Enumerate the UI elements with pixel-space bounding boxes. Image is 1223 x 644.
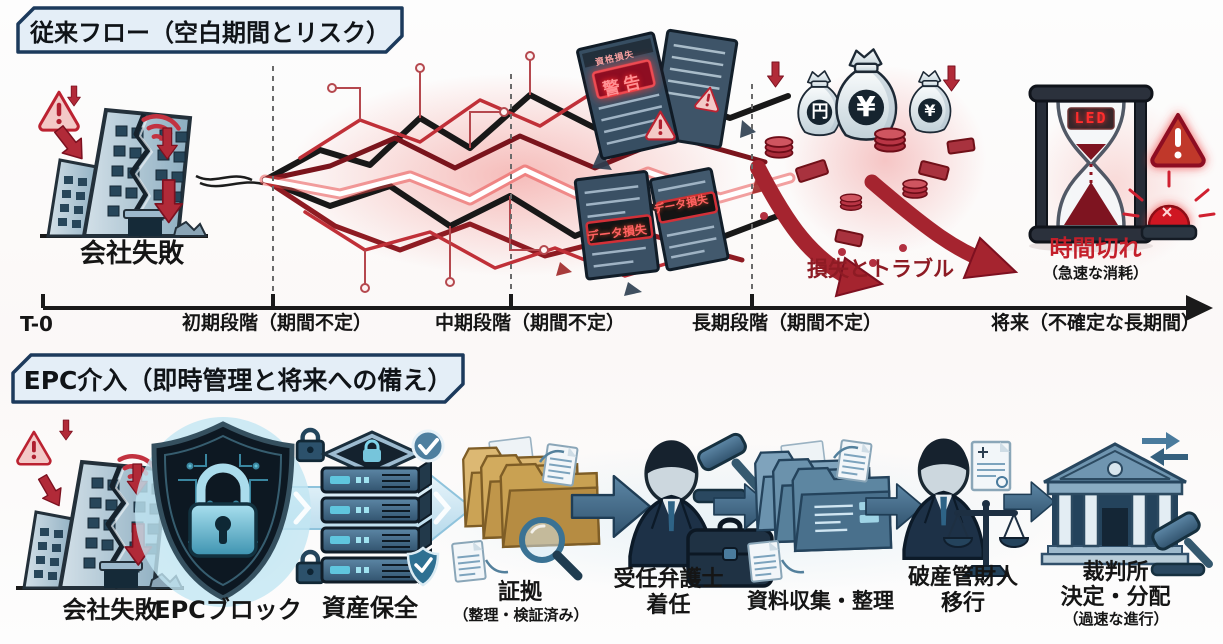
trustee-document-icon	[970, 440, 1012, 492]
step-label-epc-block: EPCブロック	[154, 596, 302, 624]
coin-stack-icon	[764, 136, 794, 159]
data-loss-document-b	[649, 167, 730, 272]
coin-stack-icon	[874, 127, 906, 153]
step-label-evidence: 証拠	[497, 580, 542, 605]
hourglass-icon	[1028, 84, 1154, 252]
transfer-arrows-icon	[1142, 432, 1188, 466]
server-stack-icon	[320, 430, 432, 584]
yen-bag-symbol: 円	[811, 102, 829, 123]
band-chevrons	[293, 491, 312, 525]
evidence-folders-icon	[461, 436, 601, 549]
band-chevrons	[433, 491, 452, 525]
loss-trouble-label: 損失とトラブル	[807, 257, 954, 281]
step-label-asset-preservation: 資産保全	[322, 594, 418, 622]
step-label-records: 資料収集・整理	[747, 589, 894, 613]
step-label-trustee: 破産管財人	[907, 565, 1018, 590]
timeline-label-future: 将来（不確定な長期間）	[990, 312, 1200, 334]
alarm-siren-icon	[1122, 170, 1216, 241]
time-up-sub-label: （急速な消耗）	[1042, 264, 1148, 282]
red-diagonal-arrow-icon	[32, 471, 69, 512]
company-failure-label-top: 会社失敗	[79, 239, 184, 269]
shield-lock-icon	[135, 417, 311, 607]
step-label-lawyer: 受任弁護士	[613, 567, 724, 592]
red-down-arrow-icon	[67, 85, 81, 107]
curve-arrow	[538, 449, 565, 463]
trustee-icon	[902, 436, 1030, 577]
step-label-company-failure: 会社失敗	[62, 596, 159, 624]
bottom-flow-title: EPC介入（即時管理と将来への備え）	[23, 365, 453, 395]
padlock-icon	[297, 430, 323, 461]
top-title-banner	[16, 6, 404, 54]
scales-icon	[942, 500, 1030, 577]
coin-stack-icon	[839, 193, 863, 211]
timeline-label-late: 長期段階（期間不定）	[691, 312, 882, 334]
step-label-court: 裁判所	[1082, 560, 1149, 585]
timeline-label-t0: T-0	[20, 312, 53, 336]
circuit-traces	[327, 51, 549, 293]
document-icon	[451, 539, 487, 583]
curve-arrow	[780, 559, 805, 574]
yen-bag-symbol: ¥	[856, 90, 876, 124]
courthouse-icon	[1040, 442, 1190, 566]
step-sublabel2-court: （過速な進行）	[1063, 610, 1169, 628]
falling-red-arrows	[750, 160, 1019, 298]
warning-triangle-icon	[1150, 113, 1206, 168]
fuse-line	[195, 174, 264, 188]
curve-arrow	[484, 559, 509, 574]
timeline-axis	[41, 66, 1213, 321]
coin-stack-icon	[902, 178, 928, 199]
document-icon	[747, 539, 783, 583]
step-sublabel-trustee: 移行	[940, 591, 985, 616]
bottom-title-banner	[11, 353, 465, 404]
red-down-arrow-icon	[59, 419, 73, 441]
step-sublabel-lawyer: 着任	[646, 593, 691, 618]
step-sublabel-court: 決定・分配	[1060, 585, 1171, 610]
timeline-label-mid: 中期段階（期間不定）	[434, 312, 625, 334]
falling-coins	[760, 212, 907, 267]
step-sublabel-evidence: （整理・検証済み）	[453, 606, 589, 624]
shield-check-icon	[406, 546, 440, 587]
red-bill-icons	[795, 137, 976, 248]
check-badge-icon	[411, 429, 445, 463]
collapsing-building-top	[40, 85, 264, 236]
warning-triangle-icon	[16, 430, 52, 466]
data-loss-document-a	[573, 170, 660, 281]
top-flow-title: 従来フロー（空白期間とリスク）	[30, 18, 390, 47]
curve-arrow	[832, 445, 859, 459]
yen-bag-symbol: ¥	[924, 101, 936, 121]
red-down-arrow-icon	[767, 61, 784, 88]
hourglass-led-label: LED	[1074, 109, 1108, 128]
timeline-label-early: 初期段階（期間不定）	[181, 312, 372, 334]
magnifier-icon	[519, 517, 583, 581]
red-down-arrow-icon	[943, 65, 960, 92]
time-up-label: 時間切れ	[1049, 236, 1142, 262]
padlock-icon	[297, 552, 323, 583]
money-bags	[750, 47, 1019, 298]
warning-documents	[573, 28, 739, 281]
gavel-icon	[1150, 511, 1213, 577]
